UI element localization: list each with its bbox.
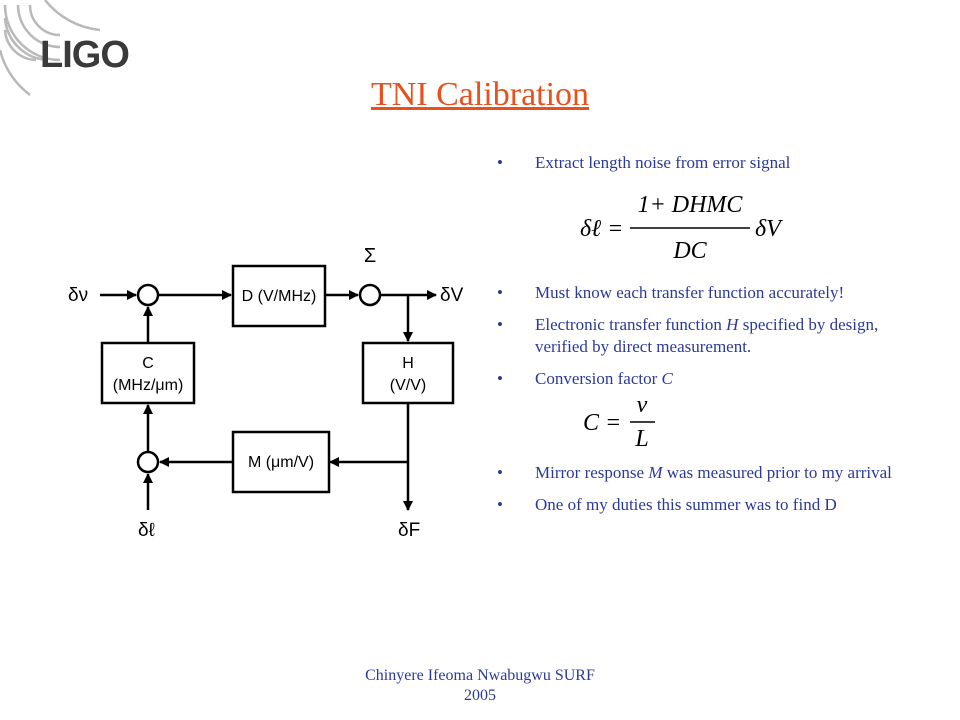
output-v-label: δV (440, 285, 464, 306)
block-d-label: D (V/MHz) (242, 288, 317, 305)
formula2-denominator: L (634, 426, 648, 452)
footer-line-2: 2005 (464, 687, 496, 704)
bullet-list: Extract length noise from error signal δ… (497, 150, 897, 516)
block-diagram: Σ δν δV D (V/MHz) H (V/V) C (MHz/μm) M (… (68, 245, 464, 541)
bullet-item: Must know each transfer function accurat… (497, 282, 897, 304)
bullet-item: Electronic transfer function H specified… (497, 314, 897, 358)
input-ell-label: δℓ (138, 520, 155, 541)
block-c (100, 341, 196, 405)
block-c-label-1: C (142, 355, 154, 372)
formula1-numerator: 1+ DHMC (638, 192, 744, 218)
bullet-text-pre: Electronic transfer function (535, 315, 727, 334)
bullet-item: Mirror response M was measured prior to … (497, 462, 897, 484)
bullet-text-pre: Mirror response (535, 463, 649, 482)
summing-junction-right (358, 283, 382, 307)
bullet-text: Extract length noise from error signal (535, 153, 791, 172)
bullet-text-post: specified by design, verified by direct … (535, 315, 879, 356)
formula1-tail: δV (755, 216, 783, 242)
bullet-text-pre: Conversion factor (535, 369, 662, 388)
footer: Chinyere Ifeoma Nwabugwu SURF 2005 (330, 666, 630, 706)
block-m-label: M (μm/V) (248, 454, 314, 471)
summing-junction-left (136, 283, 160, 307)
bullet-item: One of my duties this summer was to find… (497, 494, 897, 516)
summing-junction-bottom (136, 450, 160, 474)
formula1-denominator: DC (672, 238, 707, 264)
formula2-lhs: C = (583, 410, 621, 436)
formula2-numerator: ν (637, 392, 648, 418)
logo-arcs-icon (0, 0, 101, 97)
formula-conversion: C = ν L (583, 392, 655, 452)
ligo-logo: LIGO (0, 0, 200, 110)
footer-line-1: Chinyere Ifeoma Nwabugwu SURF (365, 667, 595, 684)
block-h (361, 341, 455, 405)
sum-symbol: Σ (364, 245, 376, 267)
logo-text: LIGO (40, 34, 130, 76)
bullet-text: Must know each transfer function accurat… (535, 283, 845, 302)
bullet-text-post: was measured prior to my arrival (662, 463, 892, 482)
input-nu-label: δν (68, 285, 88, 306)
slide-title: TNI Calibration (370, 76, 590, 113)
bullet-item: Conversion factor C (497, 368, 897, 390)
bullet-text: One of my duties this summer was to find… (535, 495, 837, 514)
formula-length-noise: δℓ = 1+ DHMC DC δV (580, 192, 783, 264)
block-h-label-2: (V/V) (390, 377, 426, 394)
formula-item: δℓ = 1+ DHMC DC δV (497, 174, 897, 266)
bullet-var: M (648, 463, 663, 482)
bullet-var: H (726, 315, 739, 334)
formula1-lhs: δℓ = (580, 216, 623, 242)
bullet-item: Extract length noise from error signal (497, 152, 897, 174)
bullet-var: C (661, 369, 673, 388)
output-f-label: δF (398, 520, 420, 541)
formula-item: C = ν L (497, 390, 897, 452)
block-c-label-2: (MHz/μm) (113, 377, 184, 394)
block-h-label-1: H (402, 355, 414, 372)
